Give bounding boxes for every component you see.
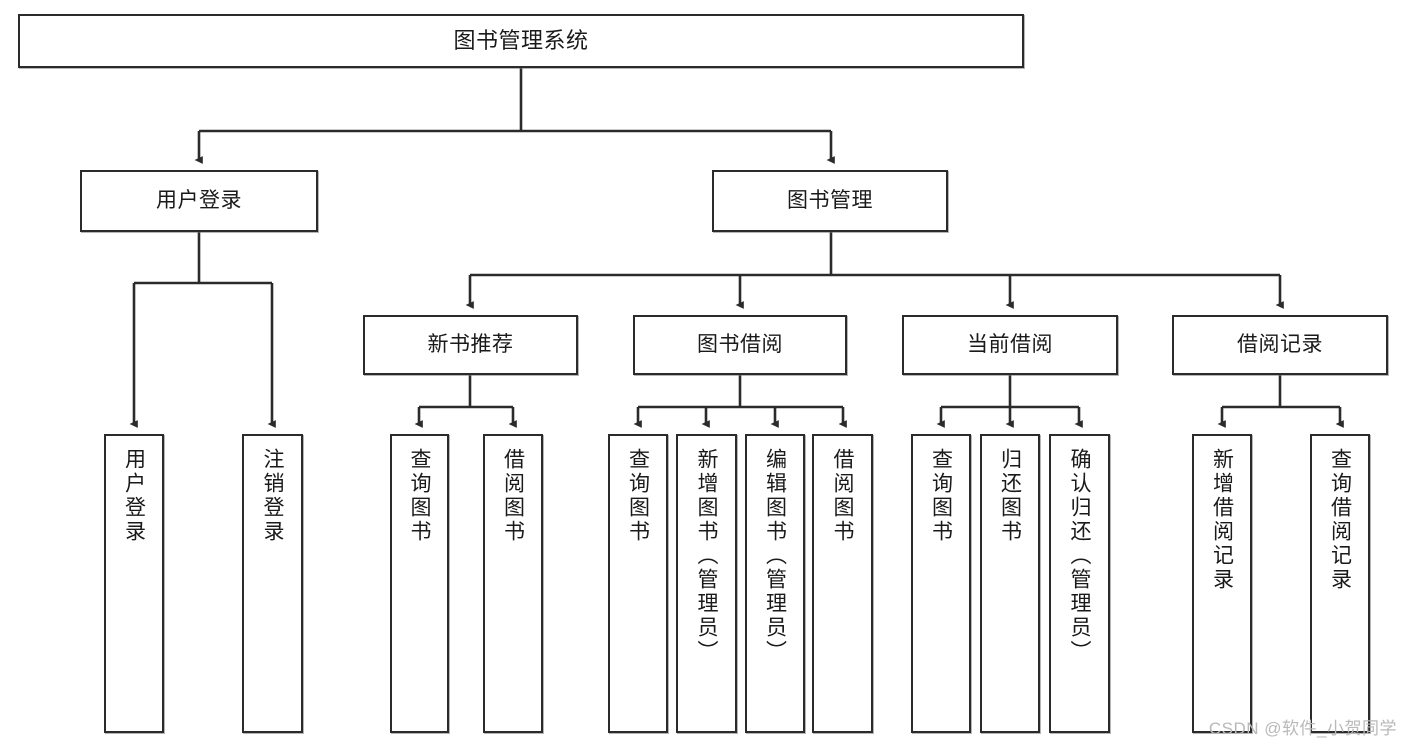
node-label: 借阅图书: [501, 448, 525, 544]
leaf-current-query-book[interactable]: 查询图书: [911, 434, 971, 733]
node-label: 用户登录: [156, 189, 242, 213]
csdn-watermark: CSDN @软件_小贺同学: [1208, 719, 1397, 738]
node-label: 图书借阅: [697, 333, 783, 357]
node-label: 新增图书（管理员）: [695, 448, 718, 664]
node-book-management-system[interactable]: 图书管理系统: [18, 14, 1024, 68]
node-label: 借阅记录: [1237, 333, 1323, 357]
node-label: 注销登录: [261, 448, 284, 544]
node-label: 查询借阅记录: [1328, 448, 1352, 592]
leaf-borrow-query-book[interactable]: 查询图书: [608, 434, 668, 733]
leaf-borrow-edit-book-admin[interactable]: 编辑图书（管理员）: [745, 434, 805, 733]
leaf-borrow-add-book-admin[interactable]: 新增图书（管理员）: [676, 434, 737, 733]
leaf-record-add-borrow-record[interactable]: 新增借阅记录: [1192, 434, 1252, 733]
node-label: 查询图书: [408, 448, 431, 544]
node-new-book-recommend[interactable]: 新书推荐: [363, 315, 578, 375]
leaf-record-query-borrow-record[interactable]: 查询借阅记录: [1310, 434, 1370, 733]
leaf-borrow-borrow-book[interactable]: 借阅图书: [812, 434, 873, 733]
node-label: 当前借阅: [967, 333, 1053, 357]
node-current-borrow[interactable]: 当前借阅: [902, 315, 1118, 375]
node-user-login[interactable]: 用户登录: [80, 170, 318, 232]
node-label: 归还图书: [998, 448, 1022, 544]
leaf-user-logout[interactable]: 注销登录: [242, 434, 303, 733]
node-label: 查询图书: [929, 448, 953, 544]
node-label: 确认归还（管理员）: [1068, 448, 1091, 664]
node-borrow-record[interactable]: 借阅记录: [1172, 315, 1388, 375]
leaf-current-return-book[interactable]: 归还图书: [980, 434, 1040, 733]
leaf-user-login[interactable]: 用户登录: [104, 434, 164, 733]
leaf-recommend-query-book[interactable]: 查询图书: [390, 434, 449, 733]
node-label: 用户登录: [122, 448, 146, 544]
node-label: 新增借阅记录: [1210, 448, 1234, 592]
node-book-borrow[interactable]: 图书借阅: [633, 315, 847, 375]
node-label: 图书管理系统: [453, 27, 589, 53]
node-label: 图书管理: [787, 189, 873, 213]
leaf-current-confirm-return-admin[interactable]: 确认归还（管理员）: [1049, 434, 1110, 733]
node-label: 新书推荐: [427, 333, 514, 357]
node-book-management[interactable]: 图书管理: [712, 170, 948, 232]
leaf-recommend-borrow-book[interactable]: 借阅图书: [483, 434, 543, 733]
node-label: 借阅图书: [831, 448, 854, 544]
node-label: 编辑图书（管理员）: [763, 448, 787, 664]
node-label: 查询图书: [626, 448, 650, 544]
